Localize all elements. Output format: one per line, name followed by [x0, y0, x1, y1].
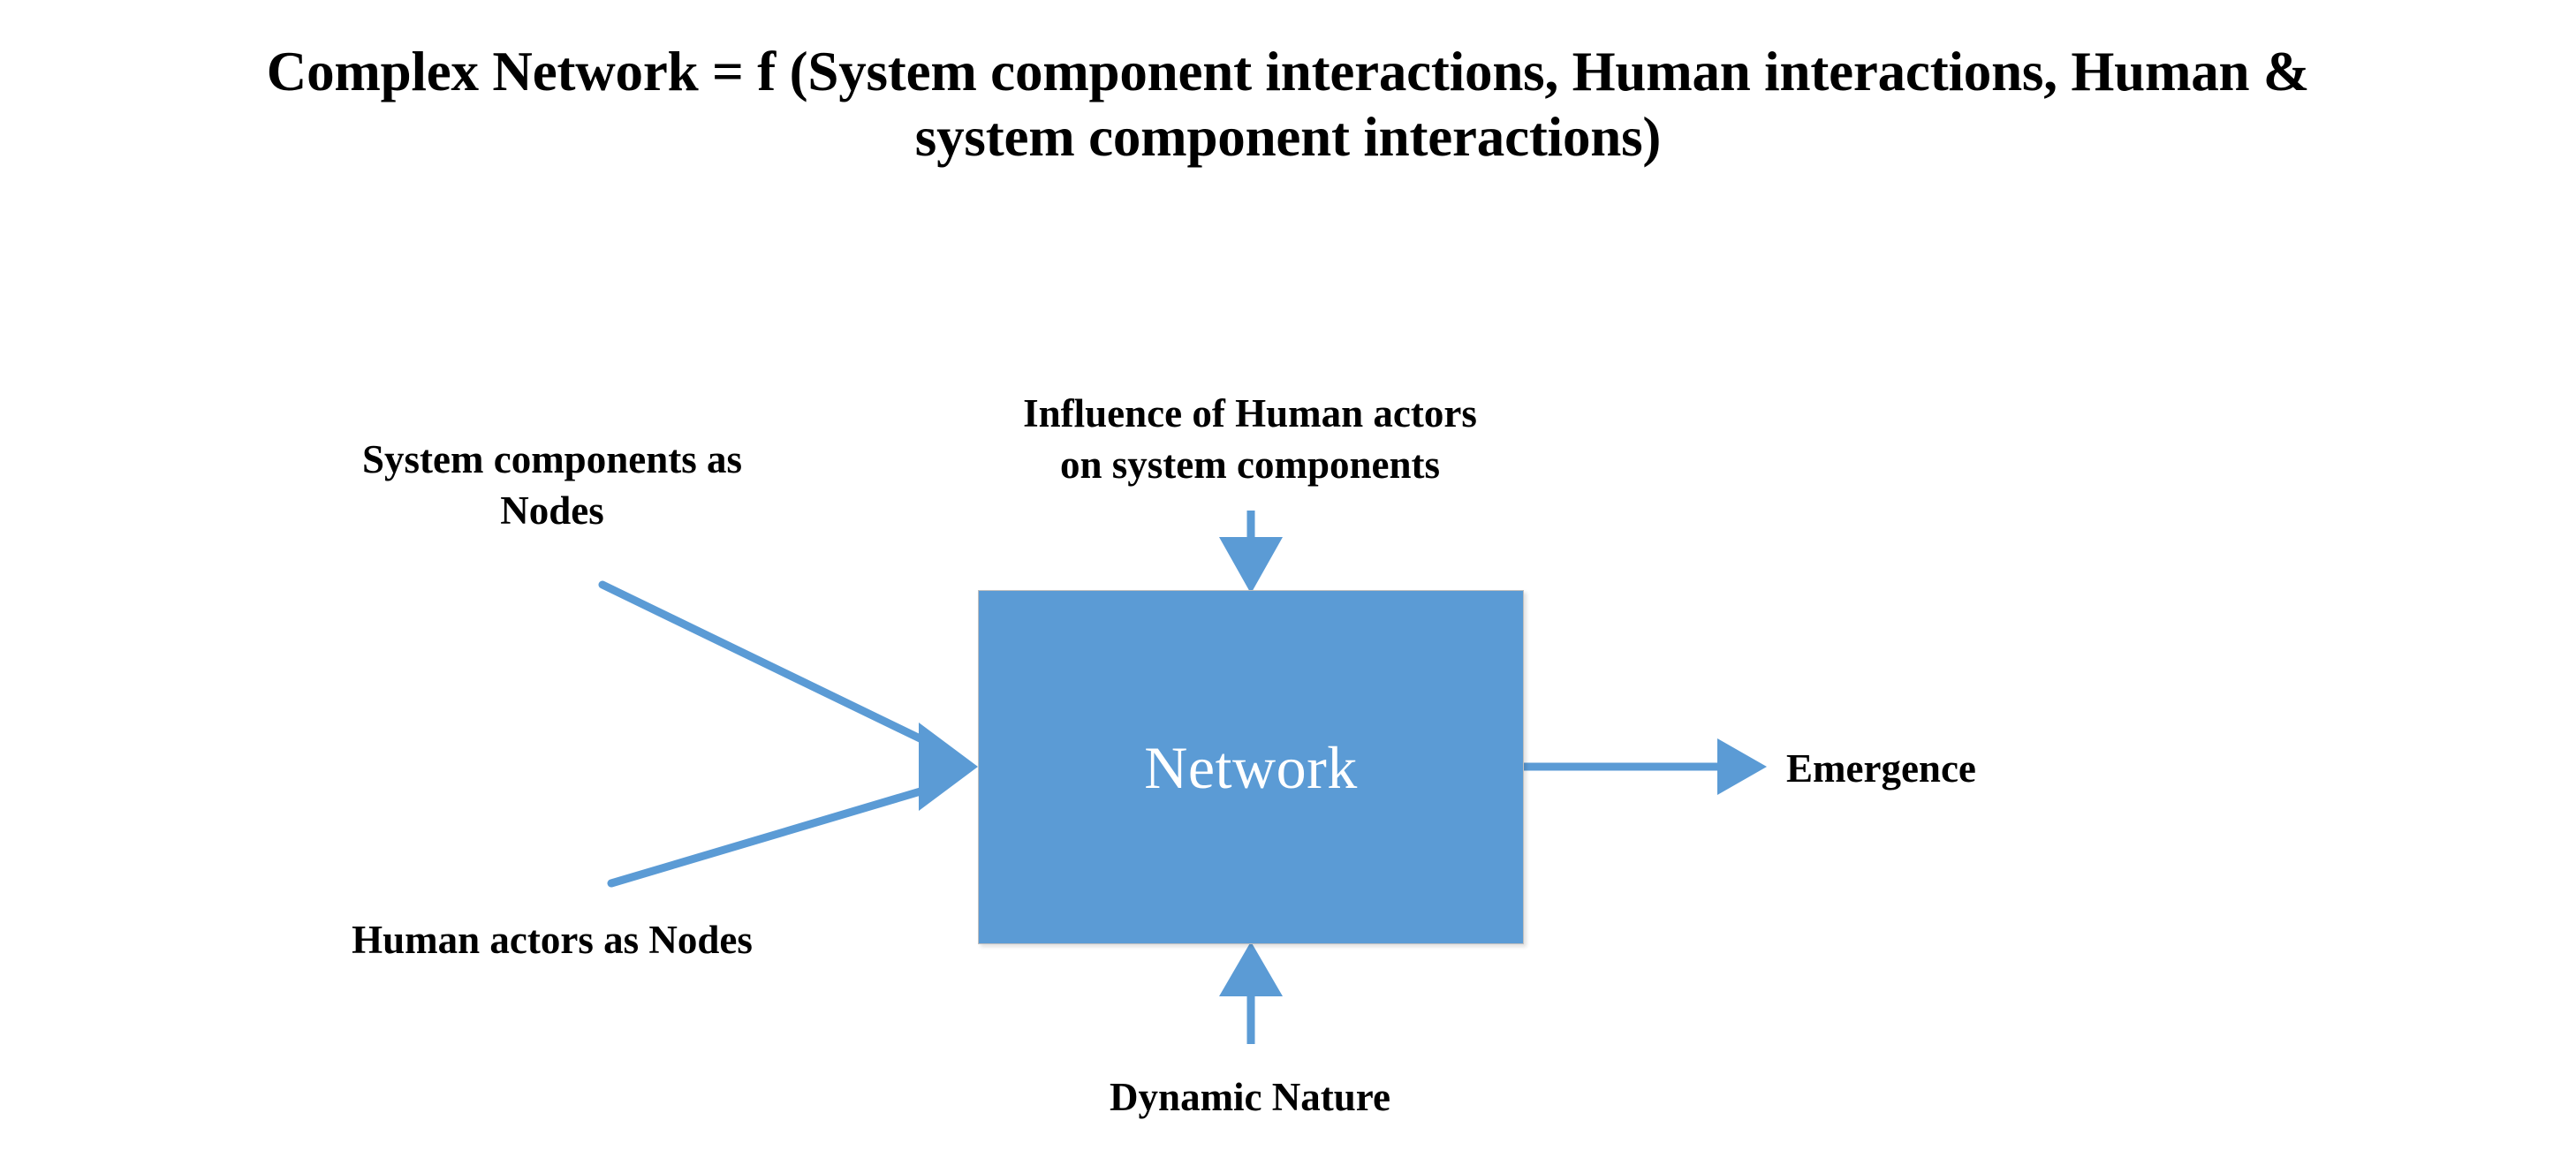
up-arrow-icon	[1219, 942, 1283, 1044]
connector-human-actors-icon	[607, 782, 943, 888]
left-arrowhead-icon	[919, 723, 978, 811]
label-system-components-as-nodes: System components as Nodes	[361, 437, 742, 533]
network-node[interactable]: Network	[978, 590, 1524, 944]
page-title-line-2: system component interactions)	[914, 106, 1662, 169]
label-dynamic-nature: Dynamic Nature	[1110, 1075, 1390, 1119]
right-arrow-icon	[1524, 738, 1767, 795]
label-influence-of-human-actors: Influence of Human actors on system comp…	[1023, 391, 1477, 487]
network-node-label: Network	[1144, 733, 1358, 801]
label-emergence: Emergence	[1786, 746, 1976, 791]
page-title-line-1: Complex Network = f (System component in…	[266, 41, 2310, 102]
down-arrow-icon	[1219, 511, 1283, 594]
connector-system-components-icon	[598, 580, 943, 752]
page-title: Complex Network = f (System component in…	[53, 39, 2523, 170]
label-human-actors-as-nodes: Human actors as Nodes	[352, 918, 753, 962]
